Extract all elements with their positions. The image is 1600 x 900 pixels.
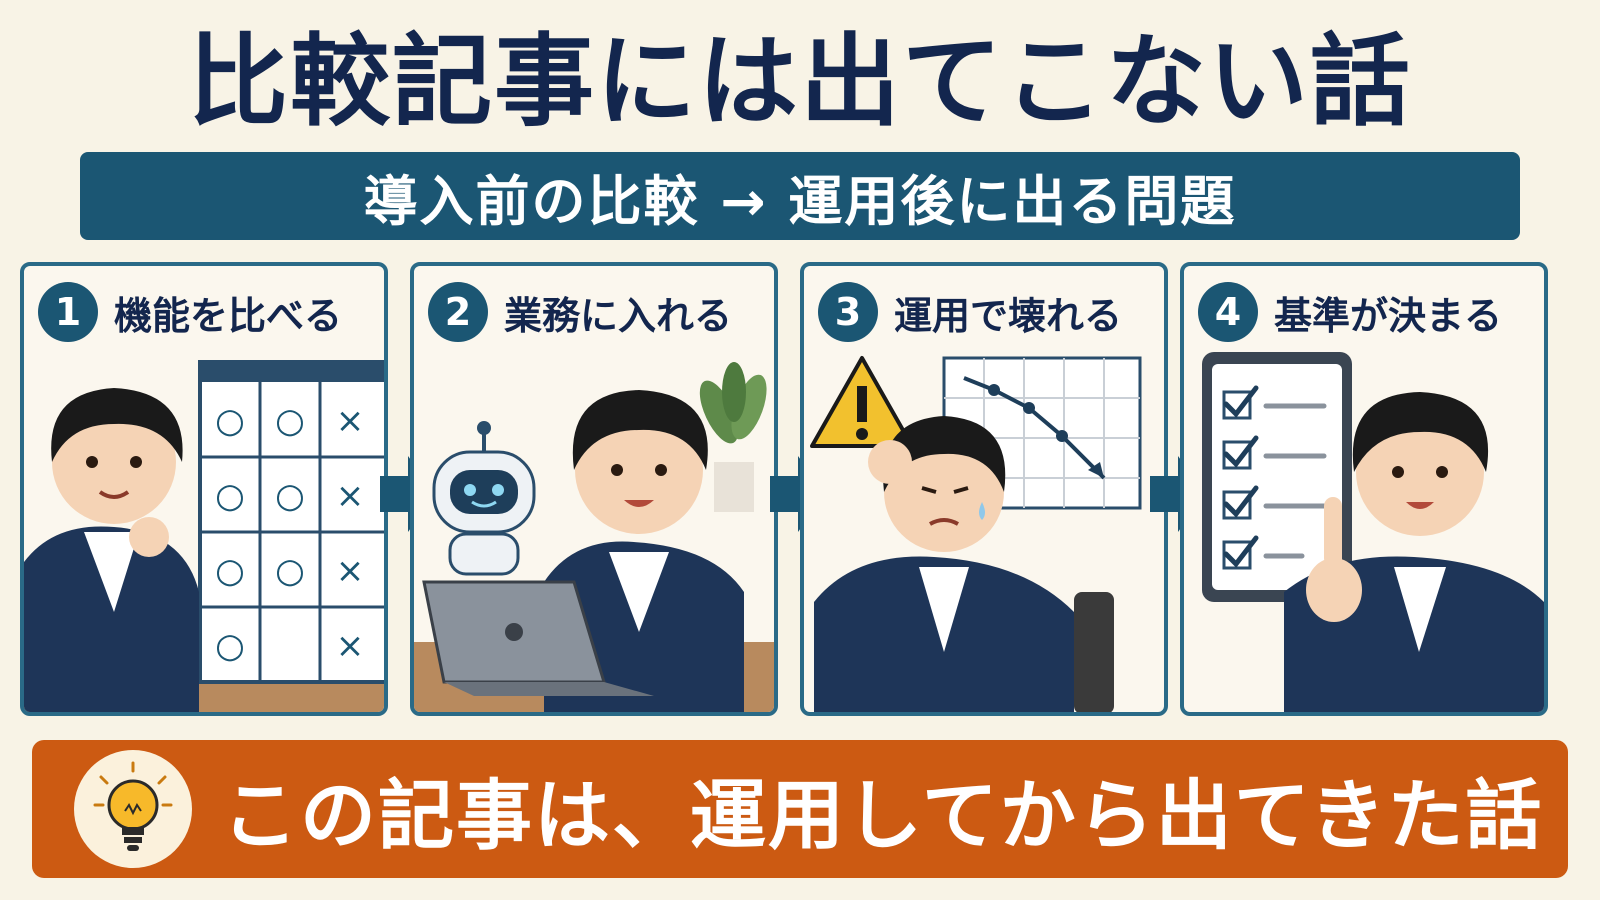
subtitle-banner: 導入前の比較 → 運用後に出る問題 xyxy=(80,152,1520,240)
step-title: 基準が決まる xyxy=(1274,293,1503,338)
checklist-icon xyxy=(1202,352,1352,602)
step-panel-3: 3 運用で壊れる xyxy=(800,262,1168,716)
step-number-badge: 3 xyxy=(818,282,878,342)
step-title: 機能を比べる xyxy=(114,293,343,338)
conclusion-banner: この記事は、運用してから出てきた話 xyxy=(32,740,1568,878)
table-mark: ○ xyxy=(215,401,245,441)
person-pointing-icon xyxy=(1284,392,1544,712)
step-title: 業務に入れる xyxy=(504,293,733,338)
lightbulb-icon xyxy=(93,761,173,851)
comparison-table-icon: ○ ○ × ○ ○ × ○ ○ × ○ × xyxy=(198,360,384,684)
step-header: 3 運用で壊れる xyxy=(818,282,1122,342)
table-mark: ○ xyxy=(275,401,305,441)
table-mark: ○ xyxy=(215,476,245,516)
laptop-icon xyxy=(422,580,654,696)
working-with-ai-illustration xyxy=(414,362,774,712)
step-header: 4 基準が決まる xyxy=(1198,282,1502,342)
robot-icon xyxy=(432,421,536,576)
plant-icon xyxy=(699,362,767,512)
step-title: 運用で壊れる xyxy=(894,293,1123,338)
person-worried-icon xyxy=(814,416,1074,712)
table-mark: × xyxy=(336,401,365,441)
table-mark: ○ xyxy=(275,551,305,591)
lightbulb-badge xyxy=(74,750,192,868)
page-title: 比較記事には出てこない話 xyxy=(188,23,1412,140)
table-mark: ○ xyxy=(215,551,245,591)
table-mark: × xyxy=(336,626,365,666)
conclusion-text: この記事は、運用してから出てきた話 xyxy=(222,771,1544,860)
step-panel-1: 1 機能を比べる ○ ○ × ○ ○ × ○ ○ × ○ × xyxy=(20,262,388,716)
operation-breaking-illustration xyxy=(810,356,1142,712)
comparing-features-illustration: ○ ○ × ○ ○ × ○ ○ × ○ × xyxy=(24,360,384,712)
step-header: 1 機能を比べる xyxy=(38,282,342,342)
subtitle-text: 導入前の比較 → 運用後に出る問題 xyxy=(363,169,1237,233)
table-mark: × xyxy=(336,551,365,591)
person-thinking-icon xyxy=(24,388,199,712)
step-number-badge: 4 xyxy=(1198,282,1258,342)
step-panel-2: 2 業務に入れる xyxy=(410,262,778,716)
warning-icon xyxy=(810,356,914,448)
step-header: 2 業務に入れる xyxy=(428,282,732,342)
step-number-badge: 2 xyxy=(428,282,488,342)
table-mark: ○ xyxy=(275,476,305,516)
criteria-decided-illustration xyxy=(1202,352,1544,712)
step-panel-4: 4 基準が決まる xyxy=(1180,262,1548,716)
step-number-badge: 1 xyxy=(38,282,98,342)
table-mark: × xyxy=(336,476,365,516)
table-mark: ○ xyxy=(215,626,245,666)
